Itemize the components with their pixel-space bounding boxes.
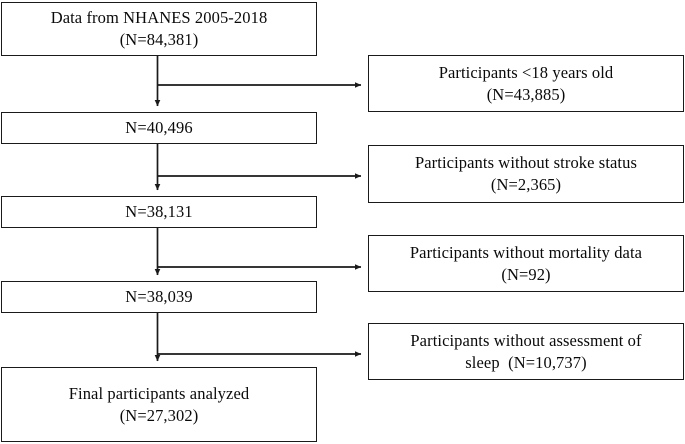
node-line-count: sleep (N=10,737) [465, 352, 587, 372]
node-line-count: (N=2,365) [490, 175, 562, 194]
node-exclusion-stroke-status: Participants without stroke status (N=2,… [368, 145, 684, 203]
connector-stage-1-to-stage-2 [154, 144, 362, 191]
node-line-primary: Participants without assessment of [410, 330, 642, 350]
connector-source-to-stage-1 [154, 56, 362, 107]
node-line-primary: Participants <18 years old [438, 62, 614, 82]
node-stage-3: N=38,039 [1, 281, 317, 313]
node-line-primary: Participants without mortality data [409, 242, 643, 262]
node-exclusion-mortality-data: Participants without mortality data (N=9… [368, 235, 684, 292]
node-exclusion-sleep-assessment: Participants without assessment of sleep… [368, 323, 684, 380]
node-exclusion-age: Participants <18 years old (N=43,885) [368, 55, 684, 112]
node-line-count: (N=27,302) [119, 405, 199, 425]
node-line-count: (N=43,885) [486, 84, 566, 104]
connector-stage-2-to-stage-3 [154, 228, 362, 276]
node-line-primary: Final participants analyzed [68, 383, 250, 403]
node-final-analyzed: Final participants analyzed (N=27,302) [1, 367, 317, 442]
node-line-primary: Participants without stroke status [414, 153, 637, 173]
node-stage-1: N=40,496 [1, 112, 317, 144]
node-data-source: Data from NHANES 2005-2018 (N=84,381) [1, 2, 317, 56]
node-line-count: (N=84,381) [119, 30, 199, 49]
node-line-count: N=38,039 [125, 287, 193, 307]
node-line-count: N=40,496 [125, 118, 193, 138]
node-line-primary: Data from NHANES 2005-2018 [50, 8, 268, 28]
node-stage-2: N=38,131 [1, 196, 317, 228]
connector-stage-3-to-final [154, 313, 362, 362]
node-line-count: (N=92) [501, 264, 551, 284]
node-line-count: N=38,131 [125, 202, 193, 222]
